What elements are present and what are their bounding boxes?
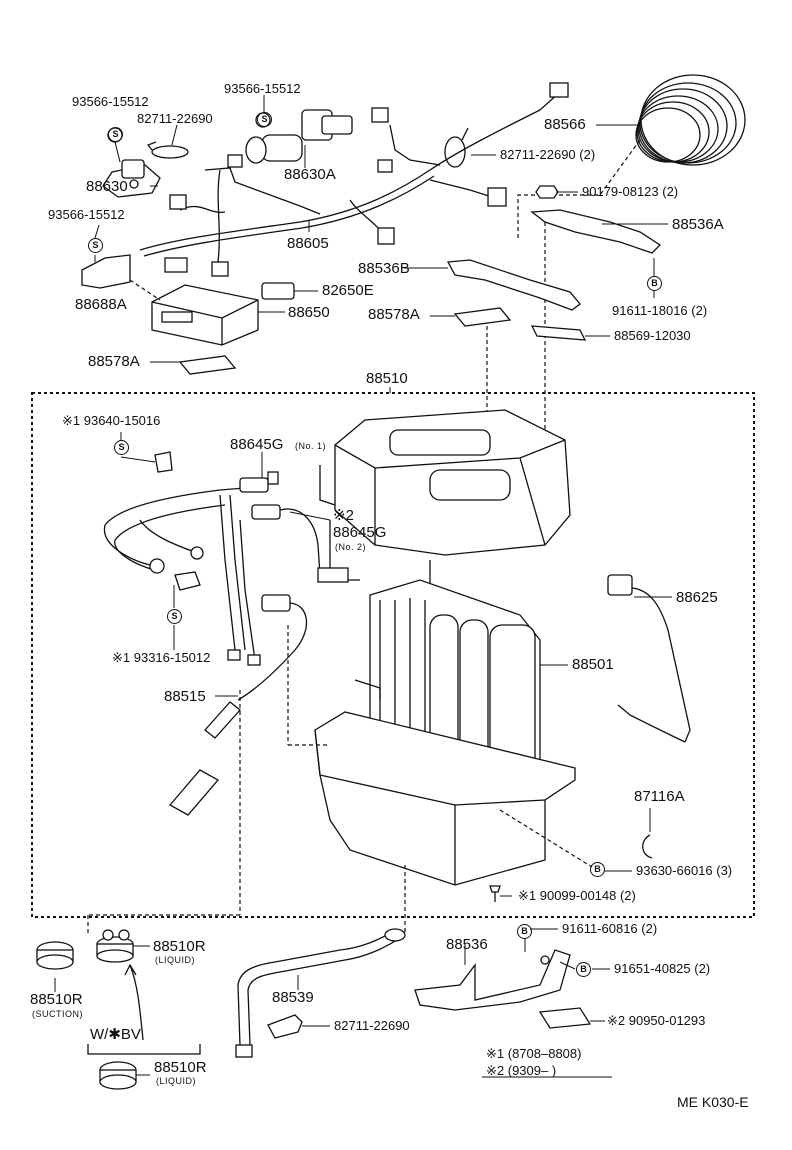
label-87116A: 87116A bbox=[634, 788, 685, 805]
label-88630: 88630 bbox=[86, 178, 128, 195]
label-93640-15016: ※1 93640-15016 bbox=[62, 413, 161, 428]
badge-s-e: S bbox=[167, 609, 182, 624]
label-88625: 88625 bbox=[676, 589, 718, 606]
bracket-88688A-drawing bbox=[81, 254, 131, 289]
label-88645G-no1-note: (No. 1) bbox=[295, 441, 327, 451]
switch-88630A-drawing bbox=[227, 107, 389, 168]
grommet-88510R-suction-drawing bbox=[36, 941, 74, 970]
leader-lines bbox=[54, 95, 672, 1076]
duct-88566-drawing bbox=[517, 74, 746, 240]
diagram-code: ME K030-E bbox=[677, 1094, 749, 1110]
screw-90099-drawing bbox=[489, 885, 501, 902]
label-88510: 88510 bbox=[366, 370, 408, 387]
label-88536A: 88536A bbox=[672, 216, 724, 233]
label-88645G-no2: 88645G bbox=[333, 524, 387, 541]
pad-90950-drawing bbox=[538, 1007, 592, 1029]
pad-88578A-lower-drawing bbox=[178, 355, 237, 375]
label-90179-08123: 90179-08123 (2) bbox=[582, 184, 679, 199]
label-82711-22690-c: 82711-22690 bbox=[334, 1018, 410, 1033]
grommet-88510R-liquid-drawing bbox=[96, 929, 134, 963]
label-88578A-upper: 88578A bbox=[368, 306, 420, 323]
label-88569-12030: 88569-12030 bbox=[614, 328, 691, 343]
label-88630A: 88630A bbox=[284, 166, 336, 183]
pad-88578A-upper-drawing bbox=[453, 307, 512, 327]
label-88578A-lower: 88578A bbox=[88, 353, 140, 370]
sensor-88625-drawing bbox=[607, 574, 691, 743]
bracket-88536B-drawing bbox=[446, 259, 581, 311]
wire-harness-88605-drawing bbox=[139, 82, 569, 277]
badge-b-a: B bbox=[647, 276, 662, 291]
label-90099-00148: ※1 90099-00148 (2) bbox=[518, 888, 636, 903]
label-91611-60816: 91611-60816 (2) bbox=[562, 921, 658, 936]
badge-b-b: B bbox=[590, 862, 605, 877]
label-88539: 88539 bbox=[272, 989, 314, 1006]
label-82711-22690-b: 82711-22690 (2) bbox=[500, 147, 596, 162]
label-82650E: 82650E bbox=[322, 282, 374, 299]
label-88536B: 88536B bbox=[358, 260, 410, 277]
sensor-88515-drawing bbox=[204, 594, 308, 739]
label-82711-22690-a: 82711-22690 bbox=[137, 111, 213, 126]
switch-88645G-no2-drawing bbox=[251, 504, 349, 583]
label-93630-66016: 93630-66016 (3) bbox=[636, 863, 733, 878]
label-88605: 88605 bbox=[287, 235, 329, 252]
assembly-boundary-88510 bbox=[31, 392, 755, 918]
label-88501: 88501 bbox=[572, 656, 614, 673]
label-88510R-liquid: 88510R bbox=[153, 938, 206, 955]
grommet-88510R-liquid2-drawing bbox=[99, 1061, 137, 1090]
case-lower-drawing bbox=[314, 711, 576, 886]
label-88566: 88566 bbox=[544, 116, 586, 133]
plate-88569-drawing bbox=[530, 325, 587, 341]
bracket-88536A-drawing bbox=[530, 209, 662, 254]
label-88510R-suction-note: (SUCTION) bbox=[32, 1009, 83, 1019]
label-88645G-no2-note: (No. 2) bbox=[335, 542, 367, 552]
relay-82650E-drawing bbox=[261, 282, 295, 300]
clip-87116A-drawing bbox=[642, 834, 653, 859]
legend-note-1: ※1 (8708–8808) bbox=[486, 1046, 582, 1061]
nut-90179-drawing bbox=[535, 185, 559, 199]
clamp-82711-drawing bbox=[146, 141, 189, 159]
legend-note-2: ※2 (9309– ) bbox=[486, 1063, 557, 1078]
badge-b-d: B bbox=[576, 962, 591, 977]
label-93566-15512-a: 93566-15512 bbox=[72, 94, 149, 109]
badge-s-c: S bbox=[88, 238, 103, 253]
label-88515: 88515 bbox=[164, 688, 206, 705]
label-88510R-liquid2: 88510R bbox=[154, 1059, 207, 1076]
pipes-left-drawing bbox=[103, 451, 261, 666]
case-upper-drawing bbox=[319, 409, 571, 590]
label-88650: 88650 bbox=[288, 304, 330, 321]
label-88645G-no2-mark: ※2 bbox=[333, 507, 354, 524]
label-with-bv: W/✱BV bbox=[90, 1026, 141, 1043]
label-93566-15512-c: 93566-15512 bbox=[48, 207, 125, 222]
pipe-88539-drawing bbox=[235, 928, 406, 1058]
label-90950-01293: ※2 90950-01293 bbox=[607, 1013, 706, 1028]
label-88645G-no1: 88645G bbox=[230, 436, 284, 453]
label-88510R-suction: 88510R bbox=[30, 991, 83, 1008]
bracket-88536-drawing bbox=[414, 949, 571, 1011]
badge-s-a: S bbox=[108, 127, 123, 142]
label-88688A: 88688A bbox=[75, 296, 127, 313]
label-93566-15512-b: 93566-15512 bbox=[224, 81, 301, 96]
amplifier-88650-drawing bbox=[151, 284, 259, 346]
label-88510R-liquid-note: (LIQUID) bbox=[155, 955, 195, 965]
switch-88645G-no1-drawing bbox=[239, 471, 279, 493]
label-93316-15012: ※1 93316-15012 bbox=[112, 650, 211, 665]
insulator-tube-drawing bbox=[168, 769, 220, 816]
label-91651-40825: 91651-40825 (2) bbox=[614, 961, 711, 976]
label-91611-18016: 91611-18016 (2) bbox=[612, 303, 708, 318]
badge-s-b: S bbox=[257, 112, 272, 127]
label-88536: 88536 bbox=[446, 936, 488, 953]
clamp-82711-right-drawing bbox=[444, 127, 469, 168]
label-88510R-liquid2-note: (LIQUID) bbox=[156, 1076, 196, 1086]
badge-s-d: S bbox=[114, 440, 129, 455]
clamp-82711-bottom-drawing bbox=[267, 1014, 303, 1039]
badge-b-c: B bbox=[517, 924, 532, 939]
